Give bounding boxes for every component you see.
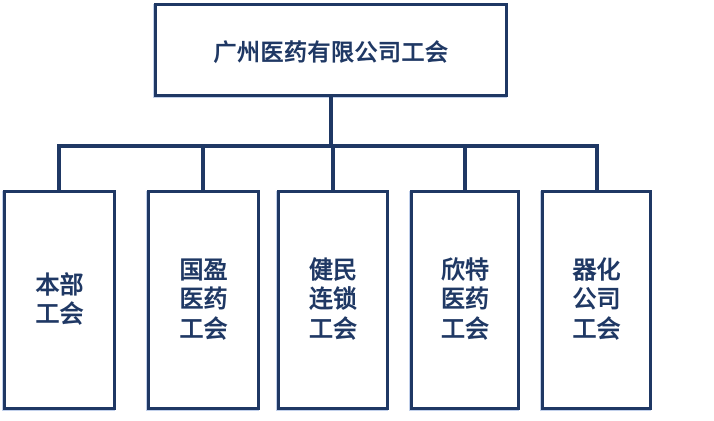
org-node-xinte-pharma-union: 欣特 医药 工会 <box>410 190 520 410</box>
connector-drop-3 <box>331 146 335 191</box>
connector-horizontal-bus <box>57 144 599 148</box>
connector-drop-5 <box>595 146 599 191</box>
org-node-root: 广州医药有限公司工会 <box>154 3 508 97</box>
org-node-benbu-union: 本部 工会 <box>3 190 116 410</box>
org-node-guoying-pharma-union: 国盈 医药 工会 <box>147 190 260 410</box>
org-node-jianmin-chain-union: 健民 连锁 工会 <box>277 190 389 410</box>
connector-drop-2 <box>201 146 205 191</box>
connector-drop-4 <box>463 146 467 191</box>
org-node-qihua-company-union: 器化 公司 工会 <box>541 190 652 410</box>
connector-root-stem <box>329 96 333 146</box>
connector-drop-1 <box>57 146 61 191</box>
